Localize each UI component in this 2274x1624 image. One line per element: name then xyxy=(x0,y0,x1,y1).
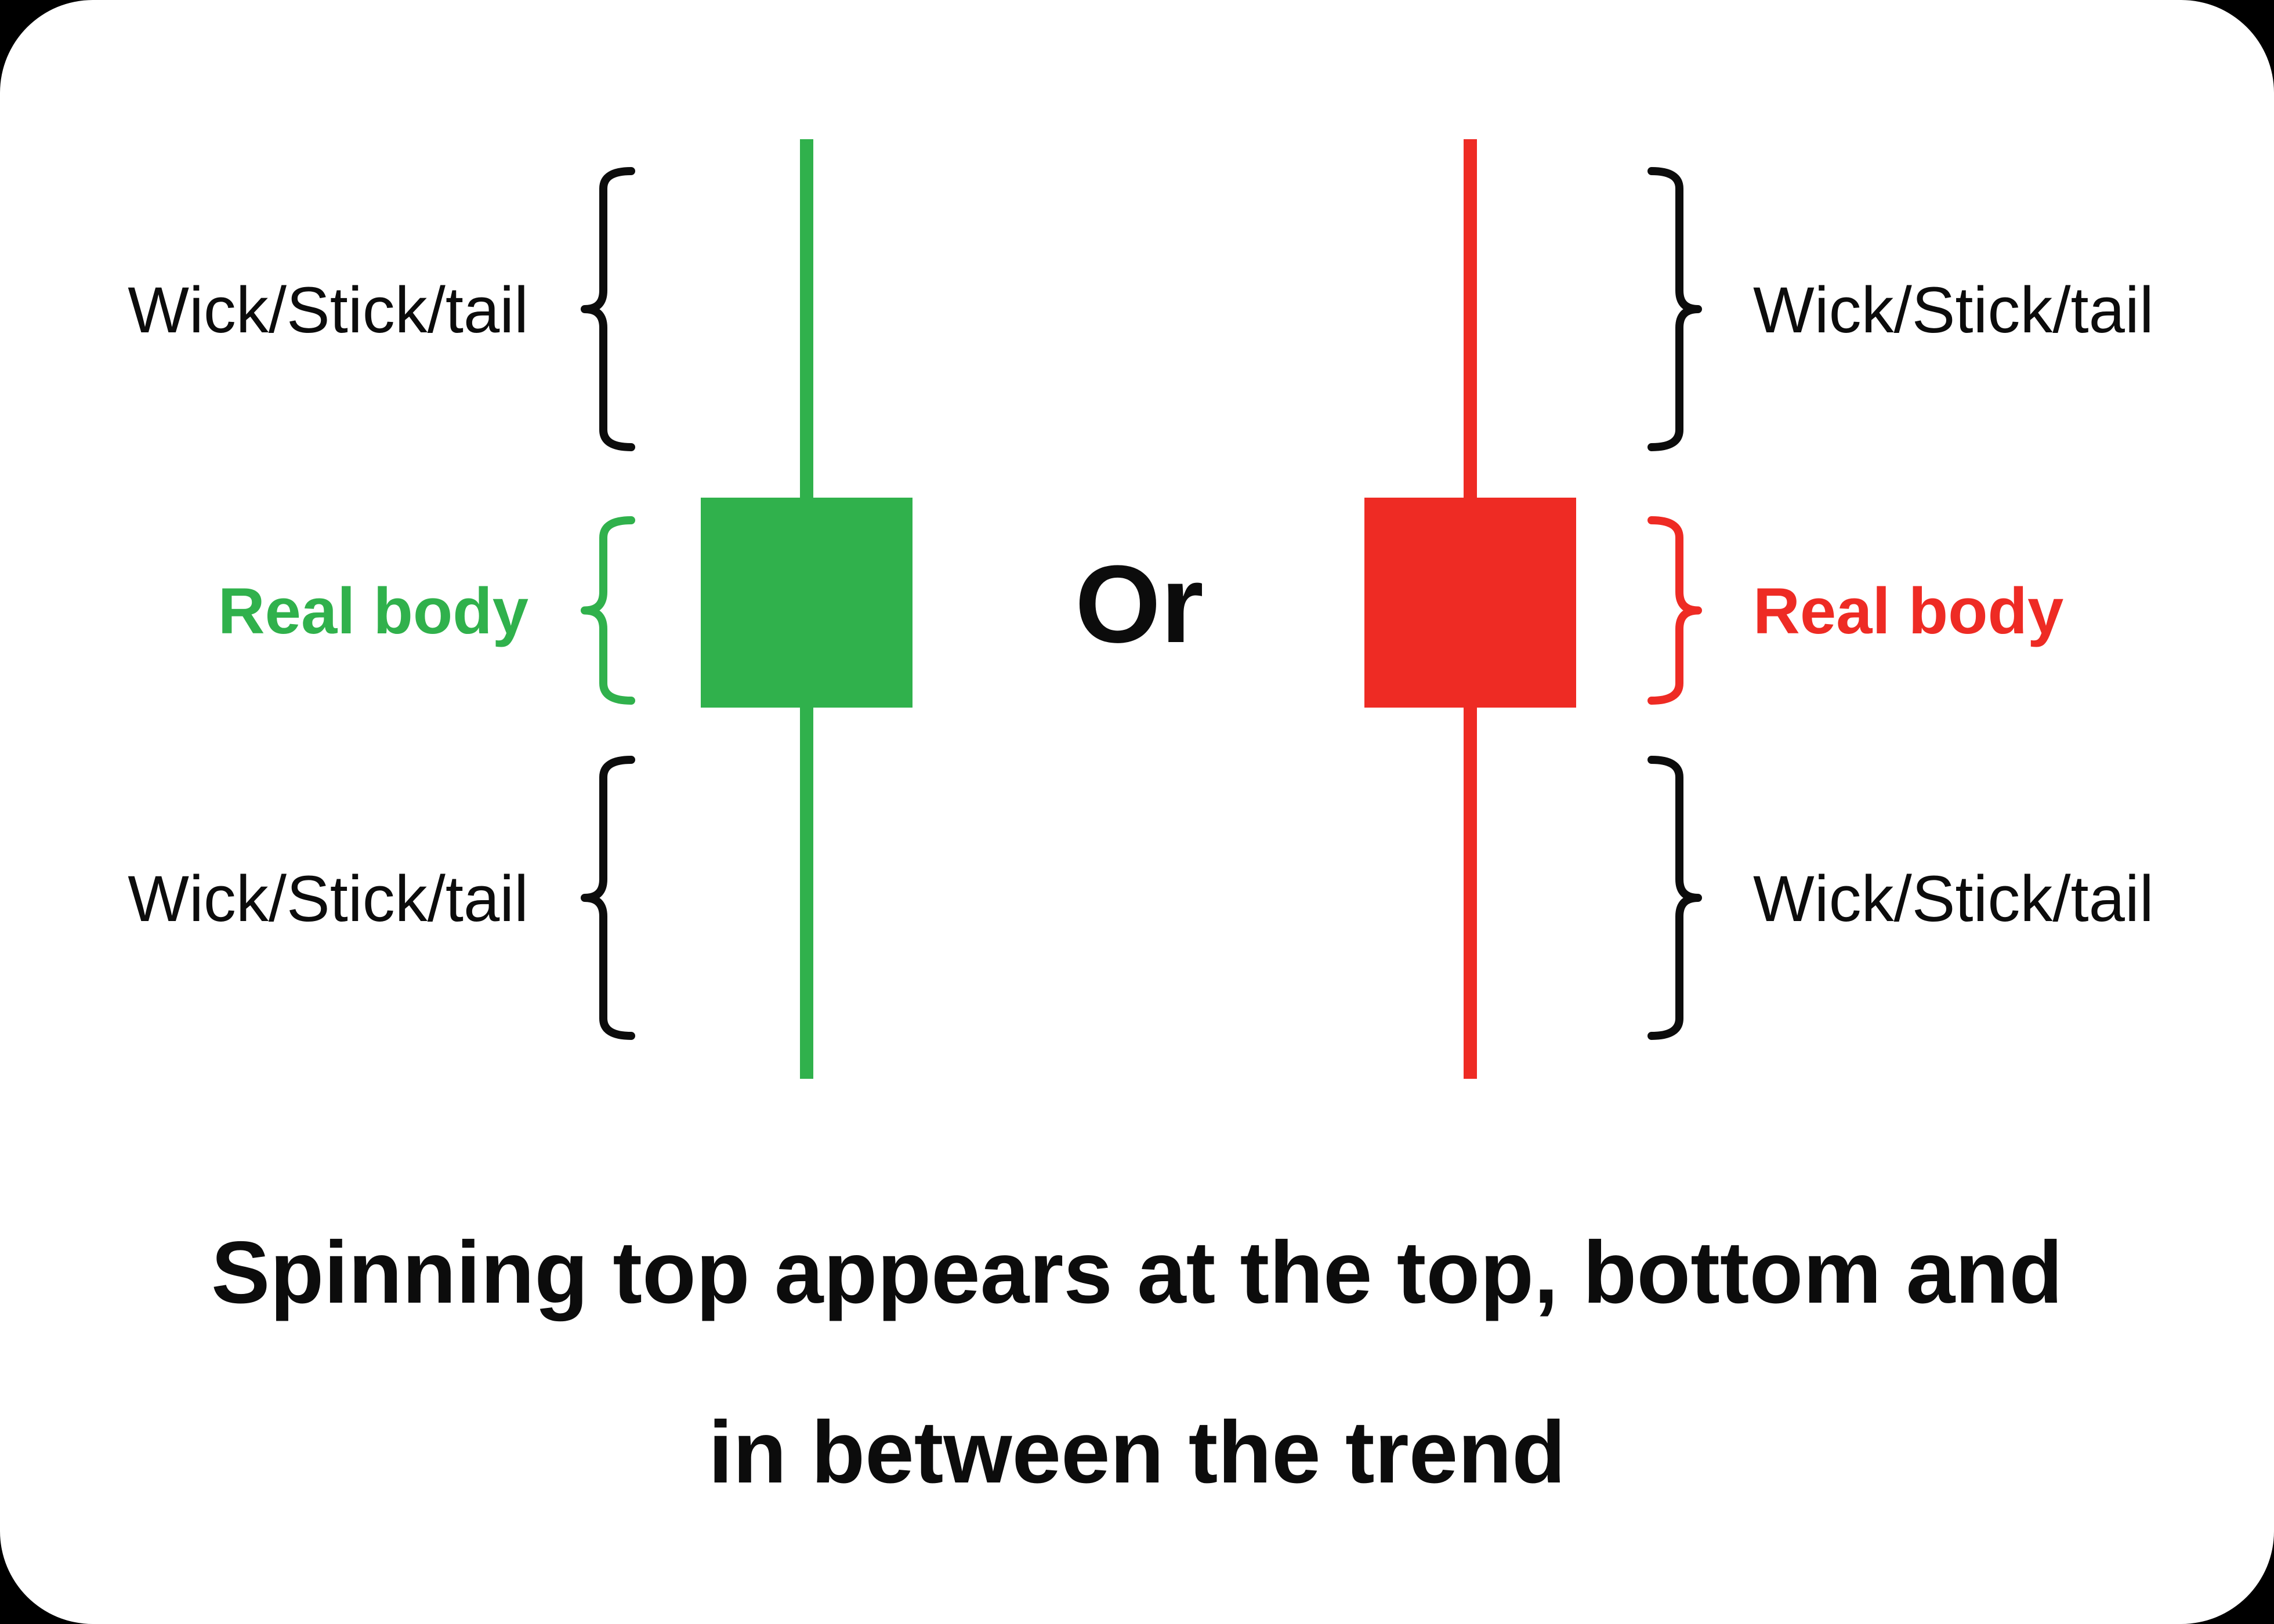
red-candle-real-body xyxy=(1364,498,1576,708)
green-candle-real-body xyxy=(701,498,913,708)
label-real-body-right: Real body xyxy=(1753,575,2064,647)
label-lower-wick-right: Wick/Stick/tail xyxy=(1753,862,2154,935)
real-body-brace-right xyxy=(1645,516,1703,705)
caption-line-2: in between the trend xyxy=(708,1403,1566,1502)
label-upper-wick-left: Wick/Stick/tail xyxy=(128,274,528,346)
label-real-body-left: Real body xyxy=(218,575,528,647)
upper-wick-brace-right xyxy=(1645,167,1703,451)
upper-wick-brace-left xyxy=(580,167,638,451)
label-upper-wick-right: Wick/Stick/tail xyxy=(1753,274,2154,346)
or-text: Or xyxy=(1075,543,1204,666)
lower-wick-brace-right xyxy=(1645,756,1703,1040)
caption-line-1: Spinning top appears at the top, bottom … xyxy=(211,1223,2063,1322)
real-body-brace-left xyxy=(580,516,638,705)
label-lower-wick-left: Wick/Stick/tail xyxy=(128,862,528,935)
lower-wick-brace-left xyxy=(580,756,638,1040)
